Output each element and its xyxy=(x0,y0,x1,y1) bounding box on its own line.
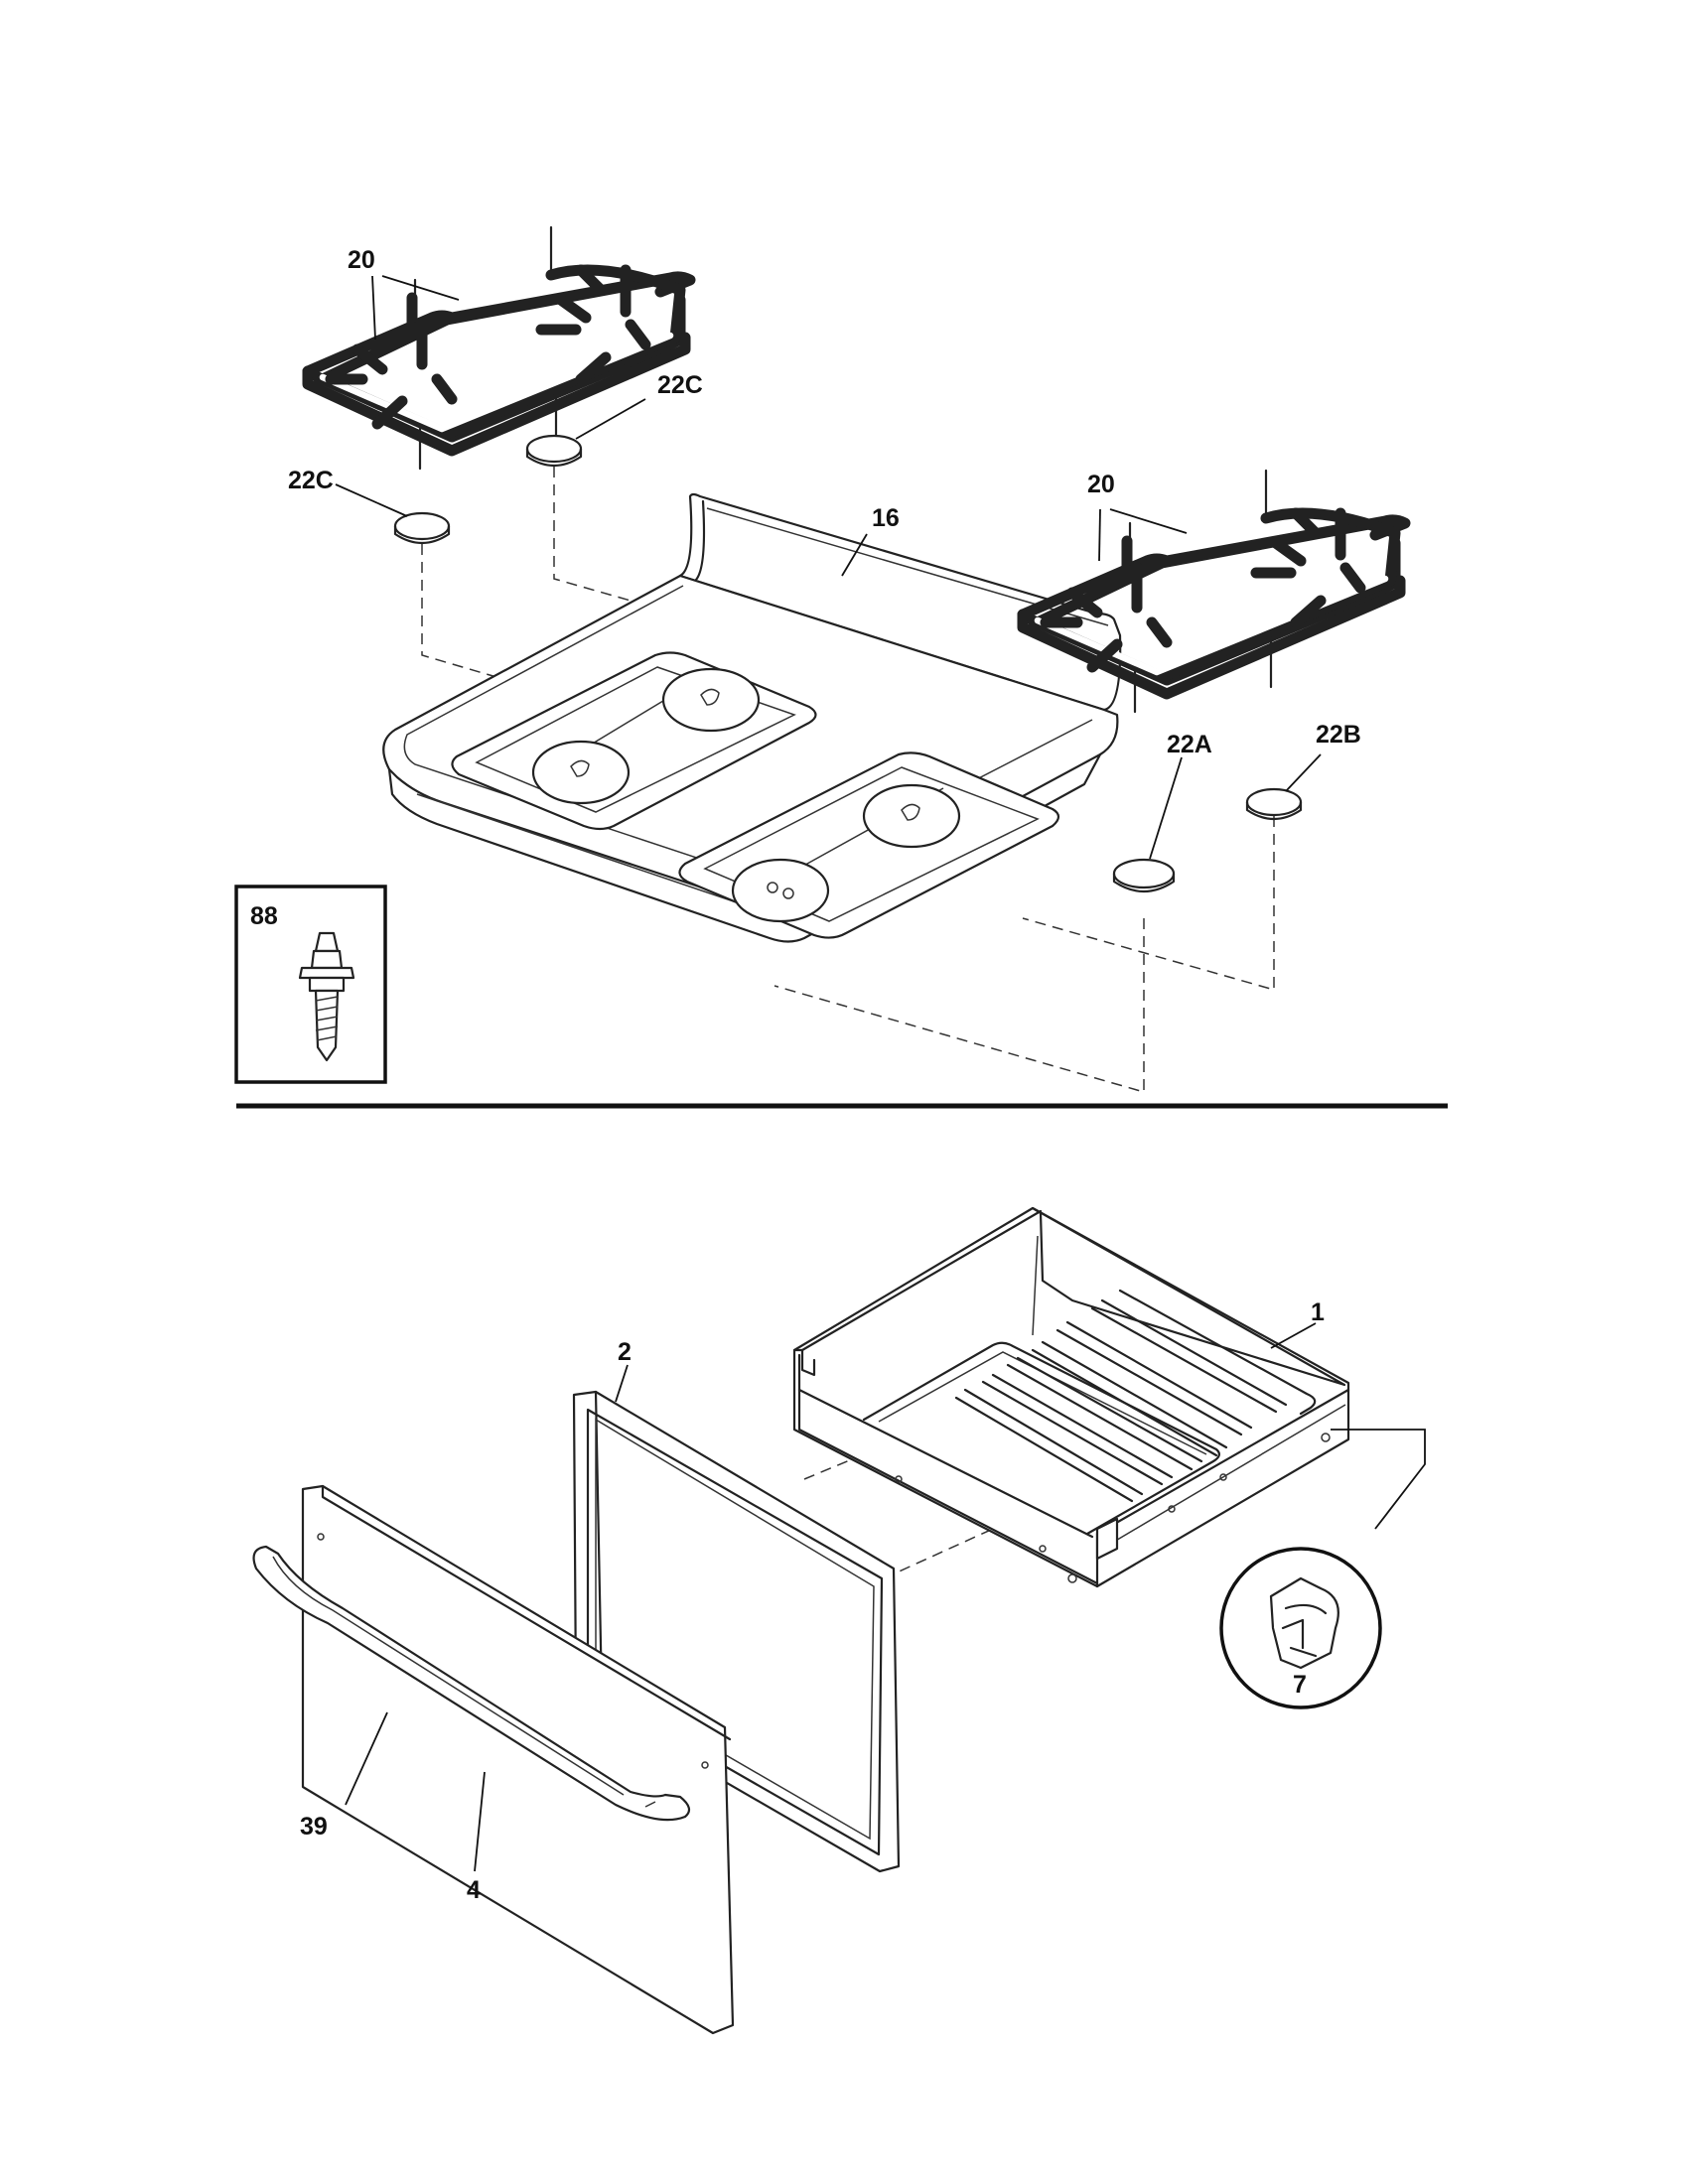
label-drawer-handle: 39 xyxy=(300,1813,328,1841)
burner-caps xyxy=(393,434,1303,892)
label-grates-left: 20 xyxy=(348,246,375,274)
label-cooktop: 16 xyxy=(872,504,900,532)
cap-22b xyxy=(1245,787,1303,821)
cooktop-drawing xyxy=(382,492,1122,943)
leaders-top xyxy=(335,275,1322,860)
cap-22a xyxy=(1112,858,1176,892)
clip-inset: 7 xyxy=(1219,1429,1426,1709)
label-drawer-body: 1 xyxy=(1311,1298,1325,1326)
label-stud: 88 xyxy=(250,902,278,930)
label-cap-22a: 22A xyxy=(1167,731,1212,758)
label-cap-22c-right: 22C xyxy=(657,371,703,399)
cap-22c-left xyxy=(393,511,451,545)
cap-22c-right xyxy=(525,434,583,468)
alignment-lines-top xyxy=(421,467,1275,1093)
stud-inset: 88 xyxy=(234,885,387,1084)
drawer-handle-drawing xyxy=(252,1545,691,1822)
drawer-frame-drawing xyxy=(572,1390,901,1873)
grate-left-drawing xyxy=(302,225,696,471)
label-drawer-frame: 2 xyxy=(618,1338,632,1366)
label-grates-right: 20 xyxy=(1087,471,1115,498)
grate-right-drawing xyxy=(1017,469,1411,714)
label-clip: 7 xyxy=(1293,1671,1307,1699)
label-cap-22c-left: 22C xyxy=(288,467,334,494)
leaders-bottom xyxy=(345,1322,1317,1872)
label-drawer-panel: 4 xyxy=(467,1876,481,1904)
label-cap-22b: 22B xyxy=(1316,721,1361,749)
drawer-panel-drawing xyxy=(301,1484,735,2035)
drawer-body-drawing xyxy=(792,1206,1350,1588)
